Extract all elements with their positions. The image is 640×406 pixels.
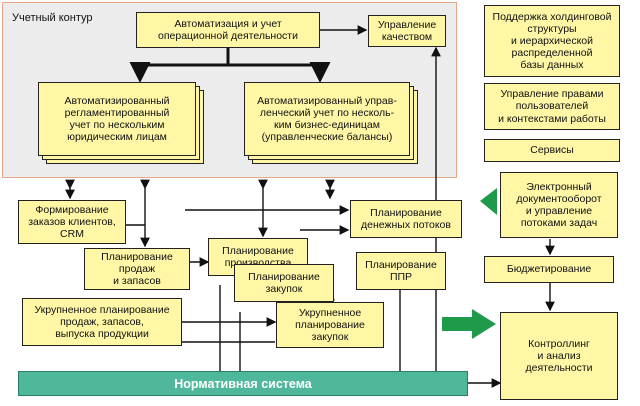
edm-box: Электронный документооборот и управление… <box>500 172 618 238</box>
normative-system-bar: Нормативная система <box>18 371 468 396</box>
cashflow-planning-box: Планирование денежных потоков <box>350 200 462 238</box>
orders-box: Формирование заказов клиентов, CRM <box>18 200 126 244</box>
green-arrow-left <box>480 188 497 215</box>
aggregate-purchase-box: Укрупненное планирование закупок <box>276 302 384 348</box>
green-arrow-right-head <box>472 309 496 339</box>
sales-planning-box: Планирование продаж и запасов <box>84 248 190 290</box>
quality-box: Управление качеством <box>368 15 446 47</box>
services-box: Сервисы <box>484 139 620 162</box>
mgmt-accounting-box: Автоматизированный управ- ленческий учет… <box>244 82 410 156</box>
aggregate-sales-box: Укрупненное планирование продаж, запасов… <box>22 298 182 346</box>
automation-box: Автоматизация и учет операционной деятел… <box>136 12 320 48</box>
holding-box: Поддержка холдинговой структуры и иерарх… <box>484 5 620 77</box>
reg-accounting-box: Автоматизированный регламентированный уч… <box>38 82 196 156</box>
rights-box: Управление правами пользователей и конте… <box>484 83 620 130</box>
controlling-box: Контроллинг и анализ деятельности <box>500 312 618 400</box>
green-arrow-right-shaft <box>442 317 472 331</box>
ppr-planning-box: Планирование ППР <box>356 252 446 290</box>
budgeting-box: Бюджетирование <box>484 256 614 283</box>
accounting-contour-label: Учетный контур <box>12 12 93 24</box>
purchase-planning-box: Планирование закупок <box>234 264 334 302</box>
